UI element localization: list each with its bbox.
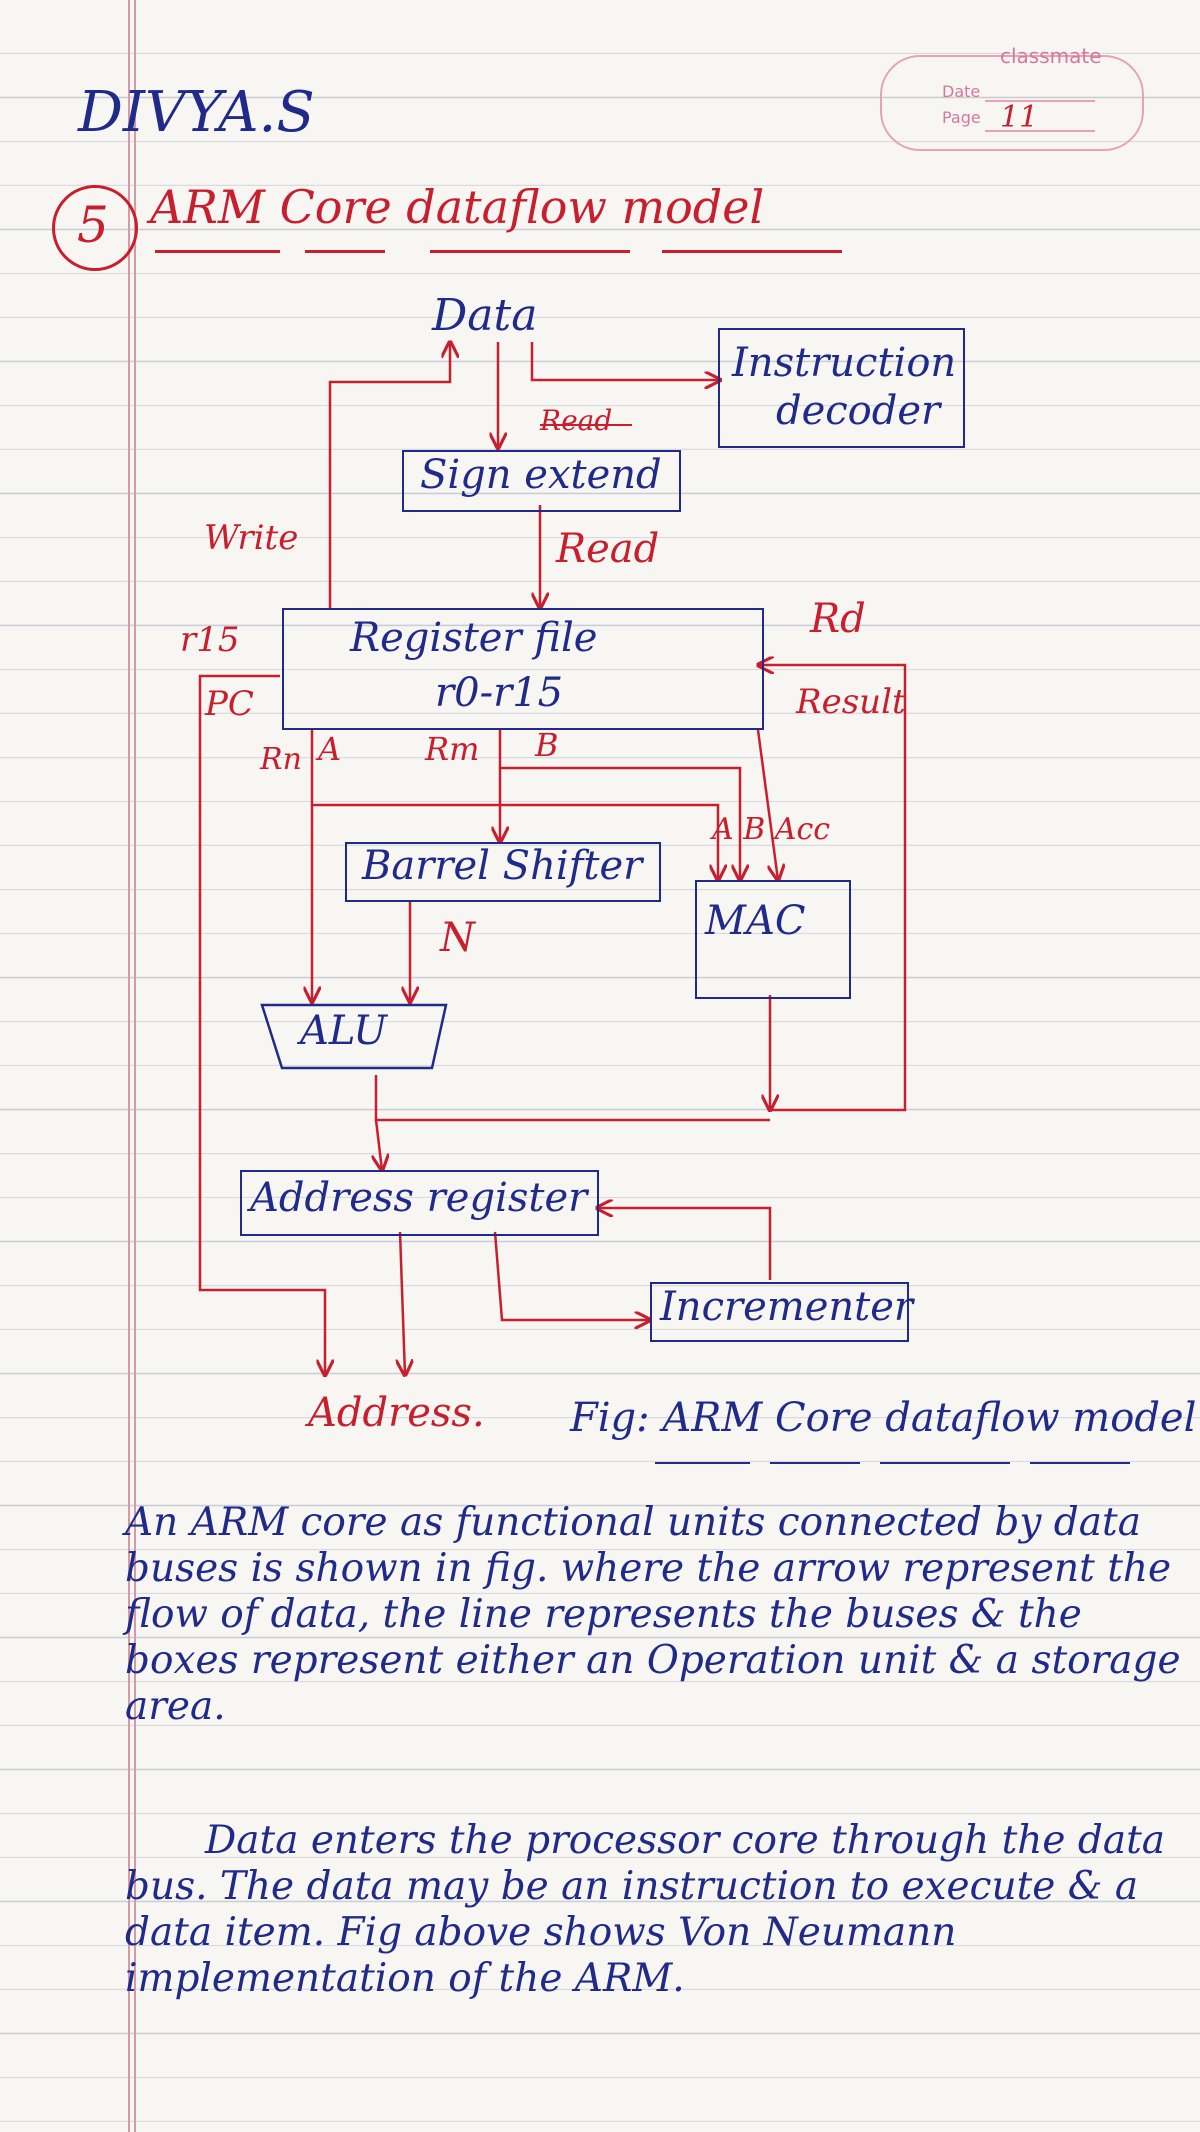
n-label: N: [440, 915, 475, 961]
incrementer-box: [650, 1282, 909, 1342]
page-label: Page: [942, 108, 981, 127]
classmate-stamp: [880, 55, 1144, 151]
alu-to-address-register: [376, 1119, 382, 1170]
notebook-brand: classmate: [1000, 44, 1102, 68]
margin-line-2: [134, 0, 136, 2132]
incrementer-label: Incrementer: [660, 1284, 913, 1330]
register-file-box: [282, 608, 764, 730]
to-incrementer: [493, 1231, 650, 1320]
alu-label: ALU: [300, 1008, 387, 1054]
alu-shape: [260, 1003, 448, 1070]
margin-line: [128, 0, 130, 2132]
alu-to-result: [374, 1075, 770, 1122]
incrementer-feedback: [597, 1208, 772, 1280]
address-register-box: [240, 1170, 599, 1236]
caption-underline: [655, 1462, 750, 1464]
sign-extend-box: [402, 450, 681, 512]
section-number: 5: [77, 196, 109, 254]
mac-box: [695, 880, 851, 999]
paragraph-2: Data enters the processor core through t…: [125, 1818, 1166, 2001]
section-title: ARM Core dataflow model: [150, 180, 765, 234]
instruction-decoder-label-2: decoder: [776, 388, 941, 434]
instruction-decoder-box: [718, 328, 965, 448]
a-label: A: [318, 730, 342, 768]
barrel-shifter-label: Barrel Shifter: [362, 843, 643, 889]
title-underline: [305, 250, 385, 253]
date-label: Date: [942, 82, 981, 101]
sign-extend-label: Sign extend: [420, 452, 662, 498]
title-underline: [662, 250, 842, 253]
acc-bus: [756, 729, 778, 880]
barrel-shifter-box: [345, 842, 661, 902]
address-label: Address.: [308, 1390, 485, 1436]
rd-label: Rd: [810, 596, 866, 642]
figure-caption: Fig: ARM Core dataflow model: [570, 1395, 1197, 1441]
rn-label: Rn: [260, 742, 302, 777]
write-bus: [328, 342, 450, 610]
write-label: Write: [204, 518, 299, 558]
dataflow-diagram: [198, 0, 907, 1450]
mac-inputs-label: A B Acc: [712, 812, 831, 847]
register-file-label: Register file: [350, 615, 598, 661]
instruction-decoder-label: Instruction: [732, 340, 957, 386]
struck-read-label: Read: [540, 404, 613, 437]
mac-label: MAC: [705, 898, 806, 944]
paragraph-1: An ARM core as functional units connecte…: [125, 1500, 1181, 1729]
author-name: DIVYA.S: [78, 80, 315, 145]
pc-bus: [198, 674, 325, 1375]
register-range-label: r0-r15: [435, 670, 564, 716]
data-label: Data: [432, 290, 538, 341]
b-bus: [500, 766, 740, 880]
b-label: B: [535, 726, 559, 764]
address-out: [400, 1231, 405, 1375]
caption-underline: [1030, 1462, 1130, 1464]
result-bus: [758, 665, 907, 1112]
rm-label: Rm: [425, 730, 480, 768]
section-number-circle: 5: [52, 185, 138, 271]
title-underline: [155, 250, 280, 253]
a-bus: [312, 803, 718, 880]
date-line: [985, 100, 1095, 102]
caption-underline: [770, 1462, 860, 1464]
r15-label: r15: [180, 620, 240, 660]
result-label: Result: [796, 682, 906, 722]
read-label: Read: [556, 526, 660, 572]
data-to-decoder: [530, 342, 720, 380]
pc-label: PC: [205, 684, 254, 724]
title-underline: [430, 250, 630, 253]
page-number: 11: [1000, 100, 1039, 135]
caption-underline: [880, 1462, 1010, 1464]
page-line: [985, 130, 1095, 132]
address-register-label: Address register: [250, 1175, 588, 1221]
